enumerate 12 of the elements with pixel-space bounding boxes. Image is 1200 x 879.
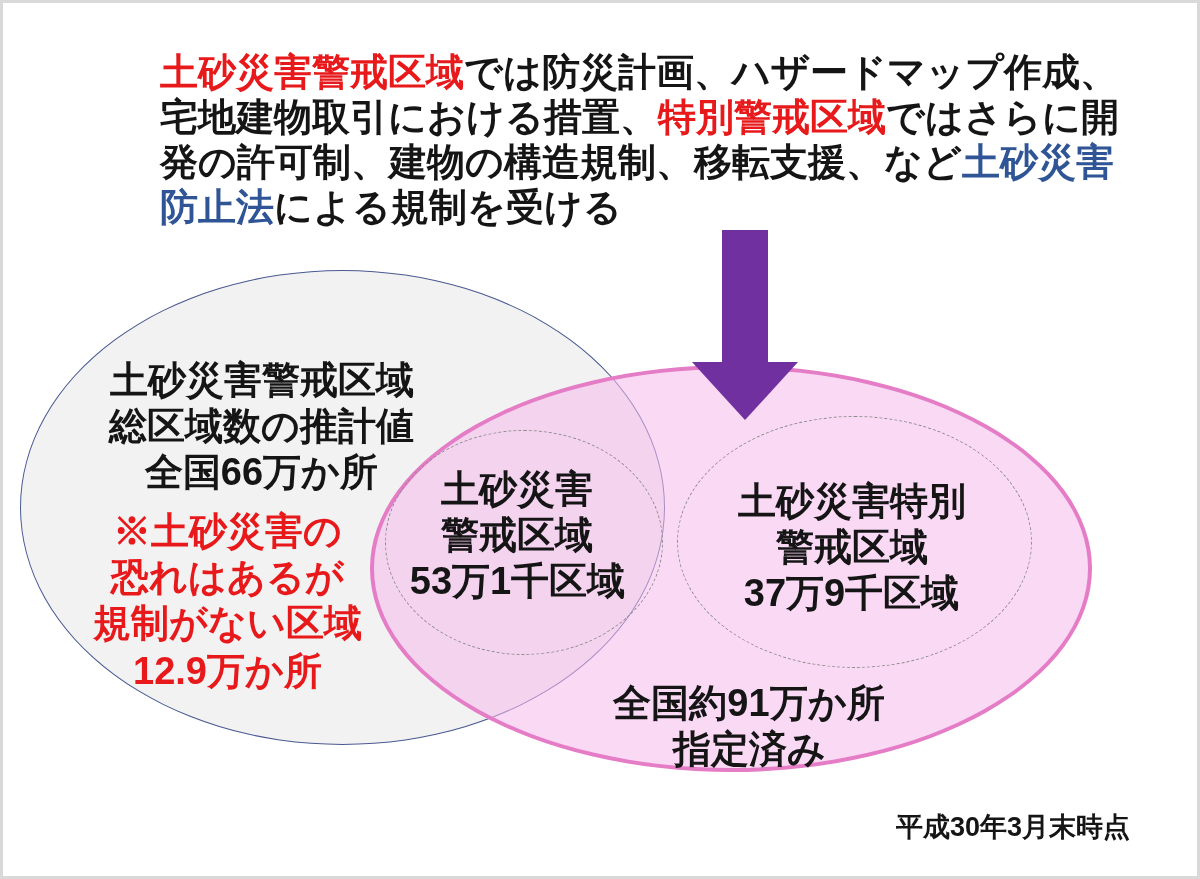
unregulated-note: ※土砂災害の恐れはあるが規制がない区域 bbox=[92, 508, 363, 646]
regulation-note: 土砂災害警戒区域では防災計画、ハザードマップ作成、宅地建物取引における措置、特別警戒区域ではさらに開発の許可制、建物の構造規制、移転支援、など土砂災害防止法による規制を受ける bbox=[160, 50, 1125, 230]
area-heading: 土砂災害警戒区域総区域数の推計値 bbox=[107, 357, 415, 449]
unregulated-count: 12.9万か所 bbox=[133, 648, 322, 694]
zone-count: 37万9千区域 bbox=[743, 570, 960, 616]
area-count: 全国66万か所 bbox=[144, 449, 379, 495]
zone-heading: 土砂災害警戒区域 bbox=[440, 466, 595, 558]
zone-count: 53万1千区域 bbox=[409, 558, 626, 604]
zone-heading: 土砂災害特別警戒区域 bbox=[736, 478, 967, 570]
arrow bbox=[692, 230, 798, 420]
date-note: 平成30年3月末時点 bbox=[895, 811, 1130, 844]
designated-count: 全国約91万か所指定済み bbox=[612, 681, 886, 772]
